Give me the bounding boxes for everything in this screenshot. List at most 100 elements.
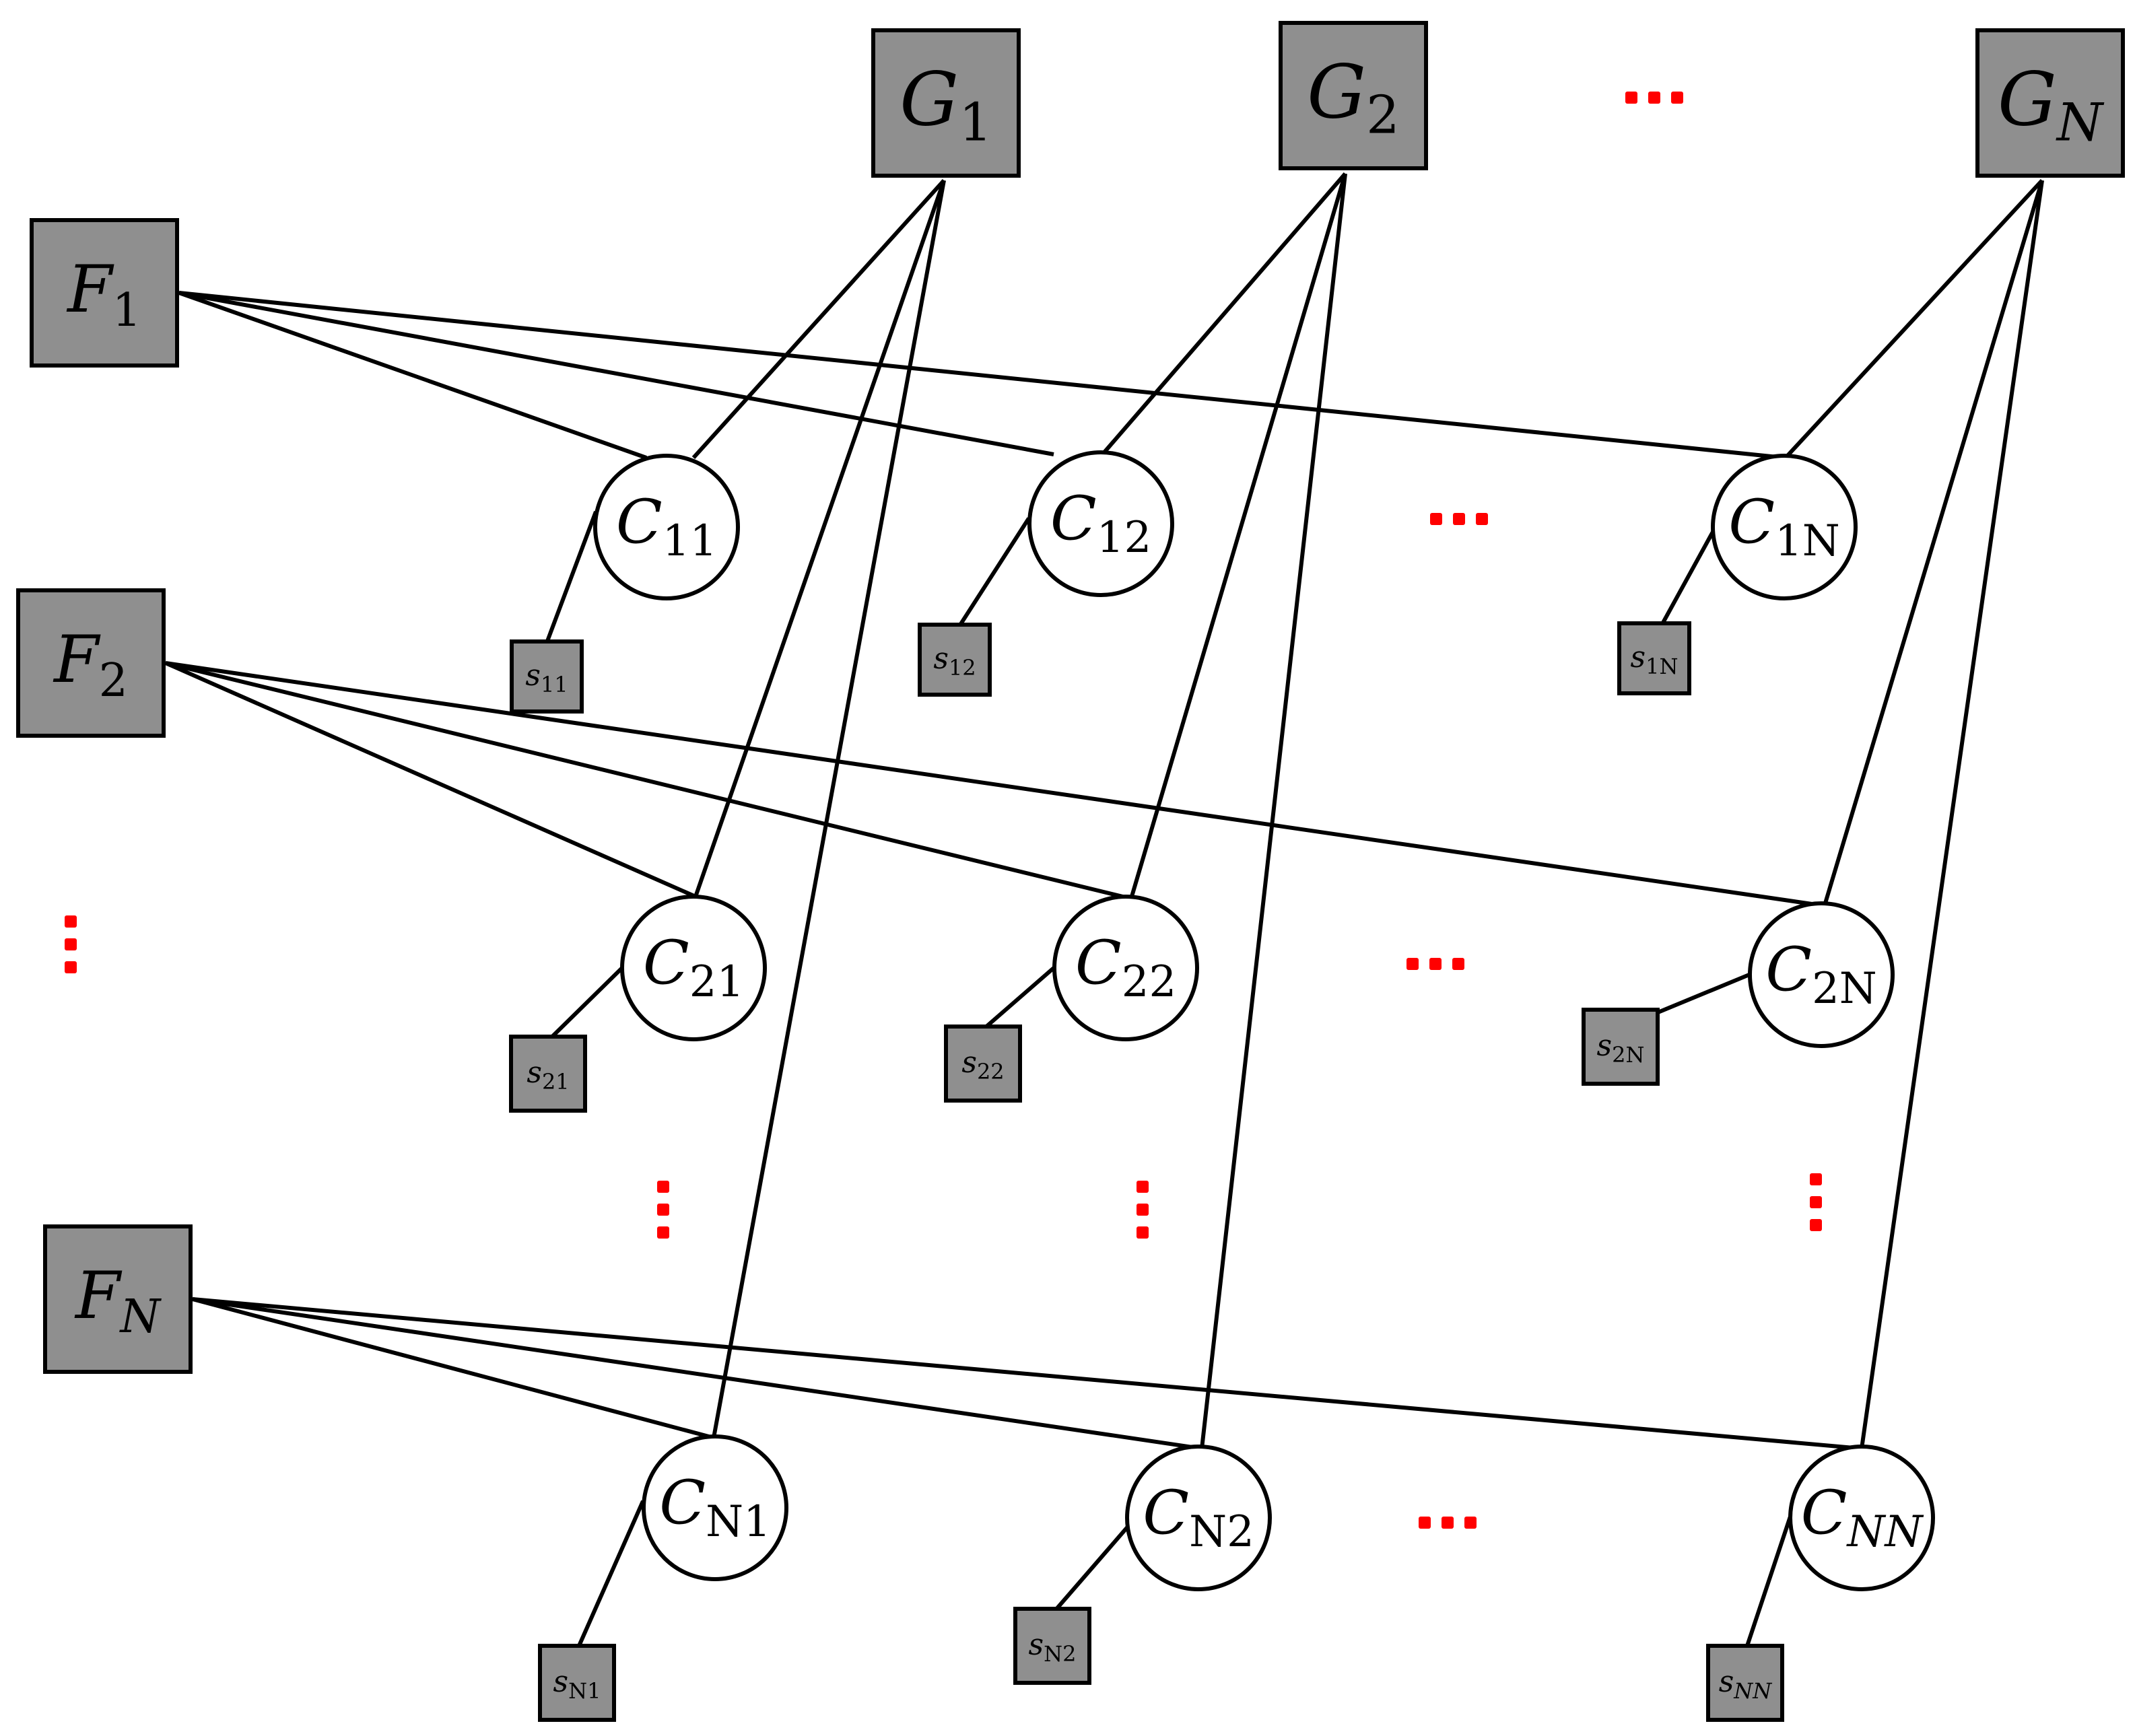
label-C12: C12 [1050,483,1151,563]
ellipsis-dot [1137,1181,1149,1193]
ellipsis-row-1 [1430,513,1488,525]
label-sN1: sN1 [553,1664,601,1704]
label-FN: FN [74,1258,162,1344]
label-F1: F1 [66,252,141,337]
evidence-s21: s21 [509,1035,587,1113]
edge-CN2-sN2 [1052,1520,1134,1613]
variable-C21-circle [620,895,767,1041]
ellipsis-dot [1453,513,1465,525]
evidence-s22-box [944,1025,1022,1103]
evidence-sN2: sN2 [1013,1607,1091,1685]
factor-FN: FN [43,1224,193,1374]
edge-G1-C11 [691,178,946,460]
label-s21: s21 [527,1055,569,1095]
evidence-sN2-box [1013,1607,1091,1685]
label-sNN: sNN [1719,1664,1773,1704]
edge-C12-s12 [957,517,1031,627]
label-s2N: s2N [1597,1028,1645,1068]
variable-CN1-circle [642,1434,788,1581]
evidence-s2N-box [1582,1008,1660,1086]
label-sN2: sN2 [1029,1627,1077,1667]
ellipsis-dot [1671,92,1683,104]
ellipsis-row-2 [1407,958,1464,970]
ellipsis-f-col [65,915,77,973]
ellipsis-dot [65,938,77,950]
edge-F2-C21 [164,661,702,901]
ellipsis-dot [1810,1219,1822,1231]
ellipsis-col-N [1810,1173,1822,1231]
evidence-s11: s11 [510,639,584,714]
edge-F1-C12 [178,291,1054,456]
ellipsis-dot [1137,1226,1149,1239]
ellipsis-dot [1452,958,1464,970]
variable-C21: C21 [620,895,767,1041]
ellipsis-dot [1429,958,1442,970]
ellipsis-dot [657,1226,669,1239]
edge-C11-s11 [545,510,598,644]
edge-C21-s21 [547,962,628,1042]
variable-CN2: CN2 [1125,1445,1272,1591]
variable-CN2-circle [1125,1445,1272,1591]
ellipsis-dot [1648,92,1660,104]
evidence-s12: s12 [918,623,992,697]
edge-GN-CNN [1860,180,2044,1449]
factor-GN: GN [1975,28,2125,178]
evidence-s11-box [510,639,584,714]
evidence-s1N-box [1617,621,1691,695]
variable-C22-circle [1052,895,1199,1041]
label-s1N: s1N [1631,639,1679,679]
label-s22: s22 [961,1045,1004,1084]
label-C21: C21 [643,928,744,1008]
edge-G2-C12 [1102,172,1347,454]
factor-G1: G1 [871,28,1021,178]
evidence-sNN-box [1706,1644,1784,1722]
label-CN1: CN1 [659,1467,771,1548]
evidence-s12-box [918,623,992,697]
ellipsis-dot [1810,1196,1822,1208]
label-C22: C22 [1075,928,1176,1008]
ellipsis-dot [1464,1517,1477,1529]
factor-F2-box [16,588,166,738]
factor-F1: F1 [30,218,179,368]
edge-FN-CNN [192,1297,1862,1451]
ellipsis-col-2 [1137,1181,1149,1239]
ellipsis-dot [1810,1173,1822,1185]
edge-CN1-sN1 [577,1500,645,1647]
evidence-sN1: sN1 [538,1644,616,1722]
ellipsis-dot [65,915,77,928]
ellipsis-row-N [1419,1517,1477,1529]
factor-G2: G2 [1279,21,1428,170]
edges-layer [164,172,2044,1647]
variable-C1N-circle [1711,454,1858,600]
edge-G2-C22 [1129,173,1347,899]
variable-C2N: C2N [1748,901,1895,1048]
edge-FN-CN2 [192,1297,1202,1451]
label-F2: F2 [53,622,128,707]
label-s11: s11 [525,658,568,697]
ellipsis-dot [657,1204,669,1216]
evidence-sNN: sNN [1706,1644,1784,1722]
edge-F1-C11 [178,291,647,460]
edge-G1-C21 [693,180,946,899]
ellipsis-dot [1430,513,1442,525]
edge-G1-CN1 [712,180,946,1438]
ellipsis-layer [65,92,1822,1529]
variable-C2N-circle [1748,901,1895,1048]
edge-F2-C2N [165,661,1822,907]
variable-C22: C22 [1052,895,1199,1041]
edge-FN-CN1 [192,1297,714,1440]
evidence-s21-box [509,1035,587,1113]
ellipsis-dot [1442,1517,1454,1529]
variable-CN1: CN1 [642,1434,788,1581]
label-C11: C11 [616,487,717,567]
edge-C1N-s1N [1661,517,1722,624]
label-G1: G1 [900,57,992,153]
ellipsis-col-1 [657,1181,669,1239]
variable-CNN: CNN [1788,1445,1935,1591]
ellipsis-g-row [1625,92,1683,104]
label-GN: GN [1998,57,2105,153]
variable-C12-circle [1027,450,1174,597]
ellipsis-dot [1419,1517,1431,1529]
ellipsis-dot [657,1181,669,1193]
